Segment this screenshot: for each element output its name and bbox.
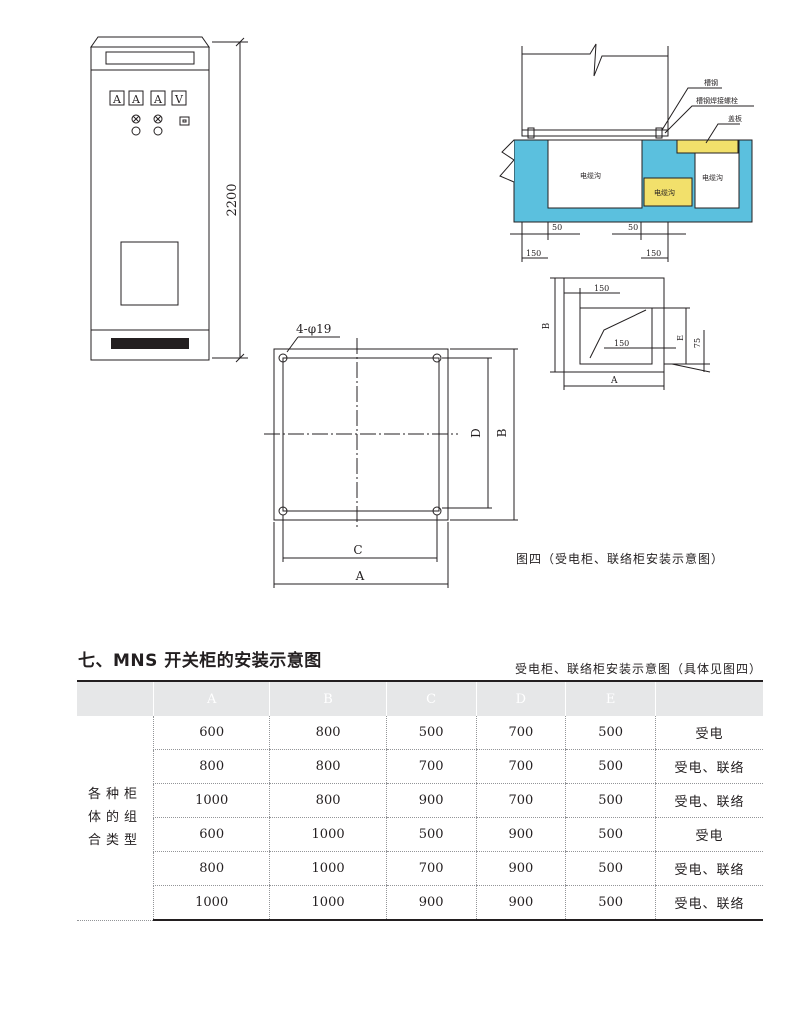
cell-d: 700 [475, 749, 566, 784]
cable-trench-section [499, 43, 754, 262]
header-d: D [475, 681, 566, 716]
table-row: 各种柜 体的组 合类型 600 800 500 700 500 受电 [77, 716, 763, 921]
table-row: 1000 1000 900 900 500 受电、联络 [77, 885, 763, 921]
cell-type: 受电、联络 [655, 851, 763, 886]
trench-dim-50-left: 50 [552, 223, 562, 232]
cell-a: 600 [152, 817, 270, 852]
opening-dim-75: 75 [693, 338, 702, 348]
opening-dim-b: B [542, 322, 552, 329]
cell-b: 800 [269, 749, 387, 784]
table-row: 800 800 700 700 500 受电、联络 [77, 749, 763, 784]
cell-b: 1000 [269, 885, 387, 921]
cabinet-front-view [90, 36, 210, 361]
cell-b: 800 [269, 716, 387, 750]
cell-c: 700 [385, 851, 477, 886]
cell-type: 受电 [655, 817, 763, 852]
section-title: 七、MNS 开关柜的安装示意图 [78, 651, 322, 671]
cabinet-meters [109, 90, 187, 136]
cell-c: 900 [385, 885, 477, 921]
cell-c: 500 [385, 716, 477, 750]
table-row: 600 1000 500 900 500 受电 [77, 817, 763, 852]
cell-e: 500 [565, 716, 656, 750]
cell-e: 500 [565, 851, 656, 886]
cabinet-combination-table: A B C D E 各种柜 体的组 合类型 600 800 500 700 50… [77, 680, 763, 921]
cabinet-height-dimension [212, 37, 248, 363]
cell-type: 受电、联络 [655, 749, 763, 784]
section-subtitle: 受电柜、联络柜安装示意图（具体见图四） [514, 662, 762, 676]
installation-drawings: A A A V 2200 4-φ19 C A D B [90, 36, 754, 588]
base-plan [264, 336, 518, 588]
header-e: E [565, 681, 656, 716]
table-row: 800 1000 700 900 500 受电、联络 [77, 851, 763, 886]
header-c: C [385, 681, 477, 716]
opening-dim-e: E [676, 335, 685, 341]
table-header-row: A B C D E [77, 681, 763, 716]
cell-d: 700 [475, 783, 566, 818]
base-dim-d: D [469, 428, 483, 438]
cell-e: 500 [565, 817, 656, 852]
table-row: 1000 800 900 700 500 受电、联络 [77, 783, 763, 818]
cell-b: 800 [269, 783, 387, 818]
cell-a: 800 [152, 749, 270, 784]
meter-4-label: V [174, 93, 184, 106]
label-cover: 盖板 [728, 114, 742, 123]
base-holes-label: 4-φ19 [296, 322, 331, 336]
opening-dim-a: A [610, 376, 618, 386]
label-trench-yellow: 电缆沟 [654, 188, 675, 197]
meter-1-label: A [112, 93, 122, 106]
cell-c: 500 [385, 817, 477, 852]
trench-dim-50-right: 50 [628, 223, 638, 232]
label-weld-bolt: 槽钢焊接螺栓 [696, 96, 738, 105]
figure-caption: 图四（受电柜、联络柜安装示意图） [516, 552, 725, 566]
header-a: A [152, 681, 270, 716]
floor-opening-detail [550, 277, 711, 390]
cell-b: 1000 [269, 817, 387, 852]
cell-a: 1000 [152, 783, 270, 818]
opening-dim-150-top: 150 [594, 284, 609, 293]
base-dim-b: B [495, 428, 509, 437]
meter-3-label: A [153, 93, 163, 106]
group-label: 各种柜 体的组 合类型 [77, 716, 154, 921]
cabinet-vent-slot [111, 338, 189, 349]
cell-a: 1000 [152, 885, 270, 921]
cabinet-height-label: 2200 [225, 183, 240, 216]
cell-a: 600 [152, 716, 270, 750]
cell-b: 1000 [269, 851, 387, 886]
cell-e: 500 [565, 749, 656, 784]
group-label-line: 合类型 [87, 833, 142, 849]
cell-d: 900 [475, 851, 566, 886]
group-label-line: 各种柜 [87, 787, 142, 803]
opening-dim-150-mid: 150 [614, 339, 629, 348]
label-trench-right: 电缆沟 [702, 173, 723, 182]
cell-e: 500 [565, 885, 656, 921]
base-dim-c: C [353, 543, 362, 557]
header-empty [77, 681, 154, 716]
header-b: B [269, 681, 387, 716]
cell-e: 500 [565, 783, 656, 818]
header-type [655, 681, 763, 716]
cell-d: 900 [475, 817, 566, 852]
cell-type: 受电、联络 [655, 885, 763, 921]
base-dim-a: A [355, 569, 365, 583]
cell-type: 受电 [655, 716, 763, 750]
meter-2-label: A [131, 93, 141, 106]
label-trench-left: 电缆沟 [580, 171, 601, 180]
cell-d: 900 [475, 885, 566, 921]
trench-dim-150-right: 150 [646, 249, 661, 258]
cell-d: 700 [475, 716, 566, 750]
cell-c: 900 [385, 783, 477, 818]
group-label-line: 体的组 [87, 810, 142, 826]
cell-type: 受电、联络 [655, 783, 763, 818]
label-channel-steel: 槽钢 [704, 78, 718, 87]
cell-a: 800 [152, 851, 270, 886]
trench-dim-150-left: 150 [526, 249, 541, 258]
cell-c: 700 [385, 749, 477, 784]
